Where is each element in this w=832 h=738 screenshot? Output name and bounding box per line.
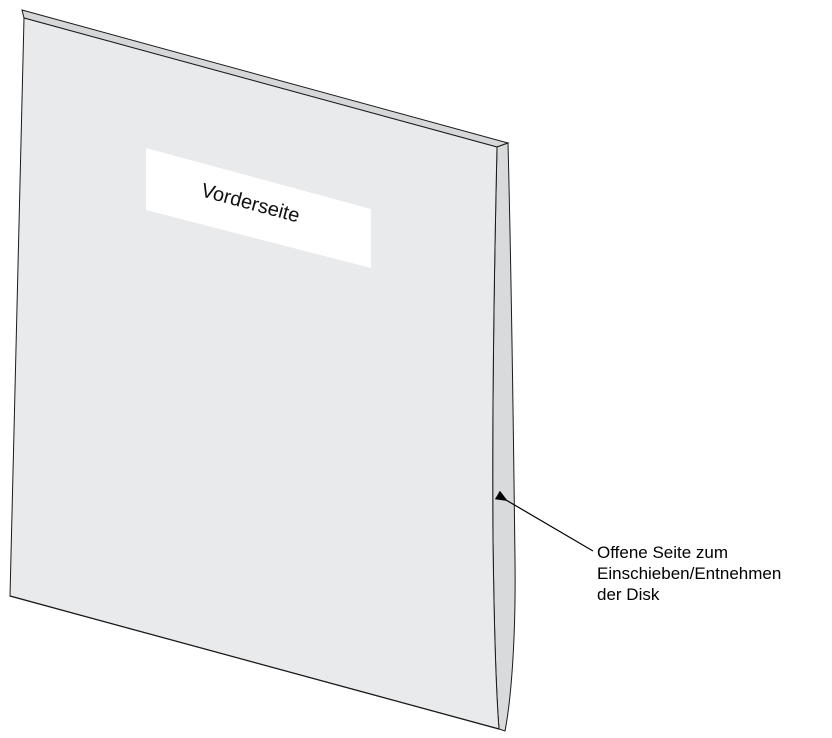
open-side-callout: Offene Seite zum Einschieben/Entnehmen d… [597, 542, 829, 605]
sleeve-open-side [492, 142, 516, 732]
front-label-background [146, 148, 371, 268]
sleeve-front-face [9, 17, 500, 730]
annotation-leader-arrow [494, 490, 594, 552]
callout-line-2: Einschieben/Entnehmen [597, 564, 782, 583]
callout-line-3: der Disk [597, 585, 660, 604]
sleeve-bottom-edge [9, 595, 500, 730]
front-label: Vorderseite [146, 148, 371, 268]
callout-line-1: Offene Seite zum [597, 543, 729, 562]
